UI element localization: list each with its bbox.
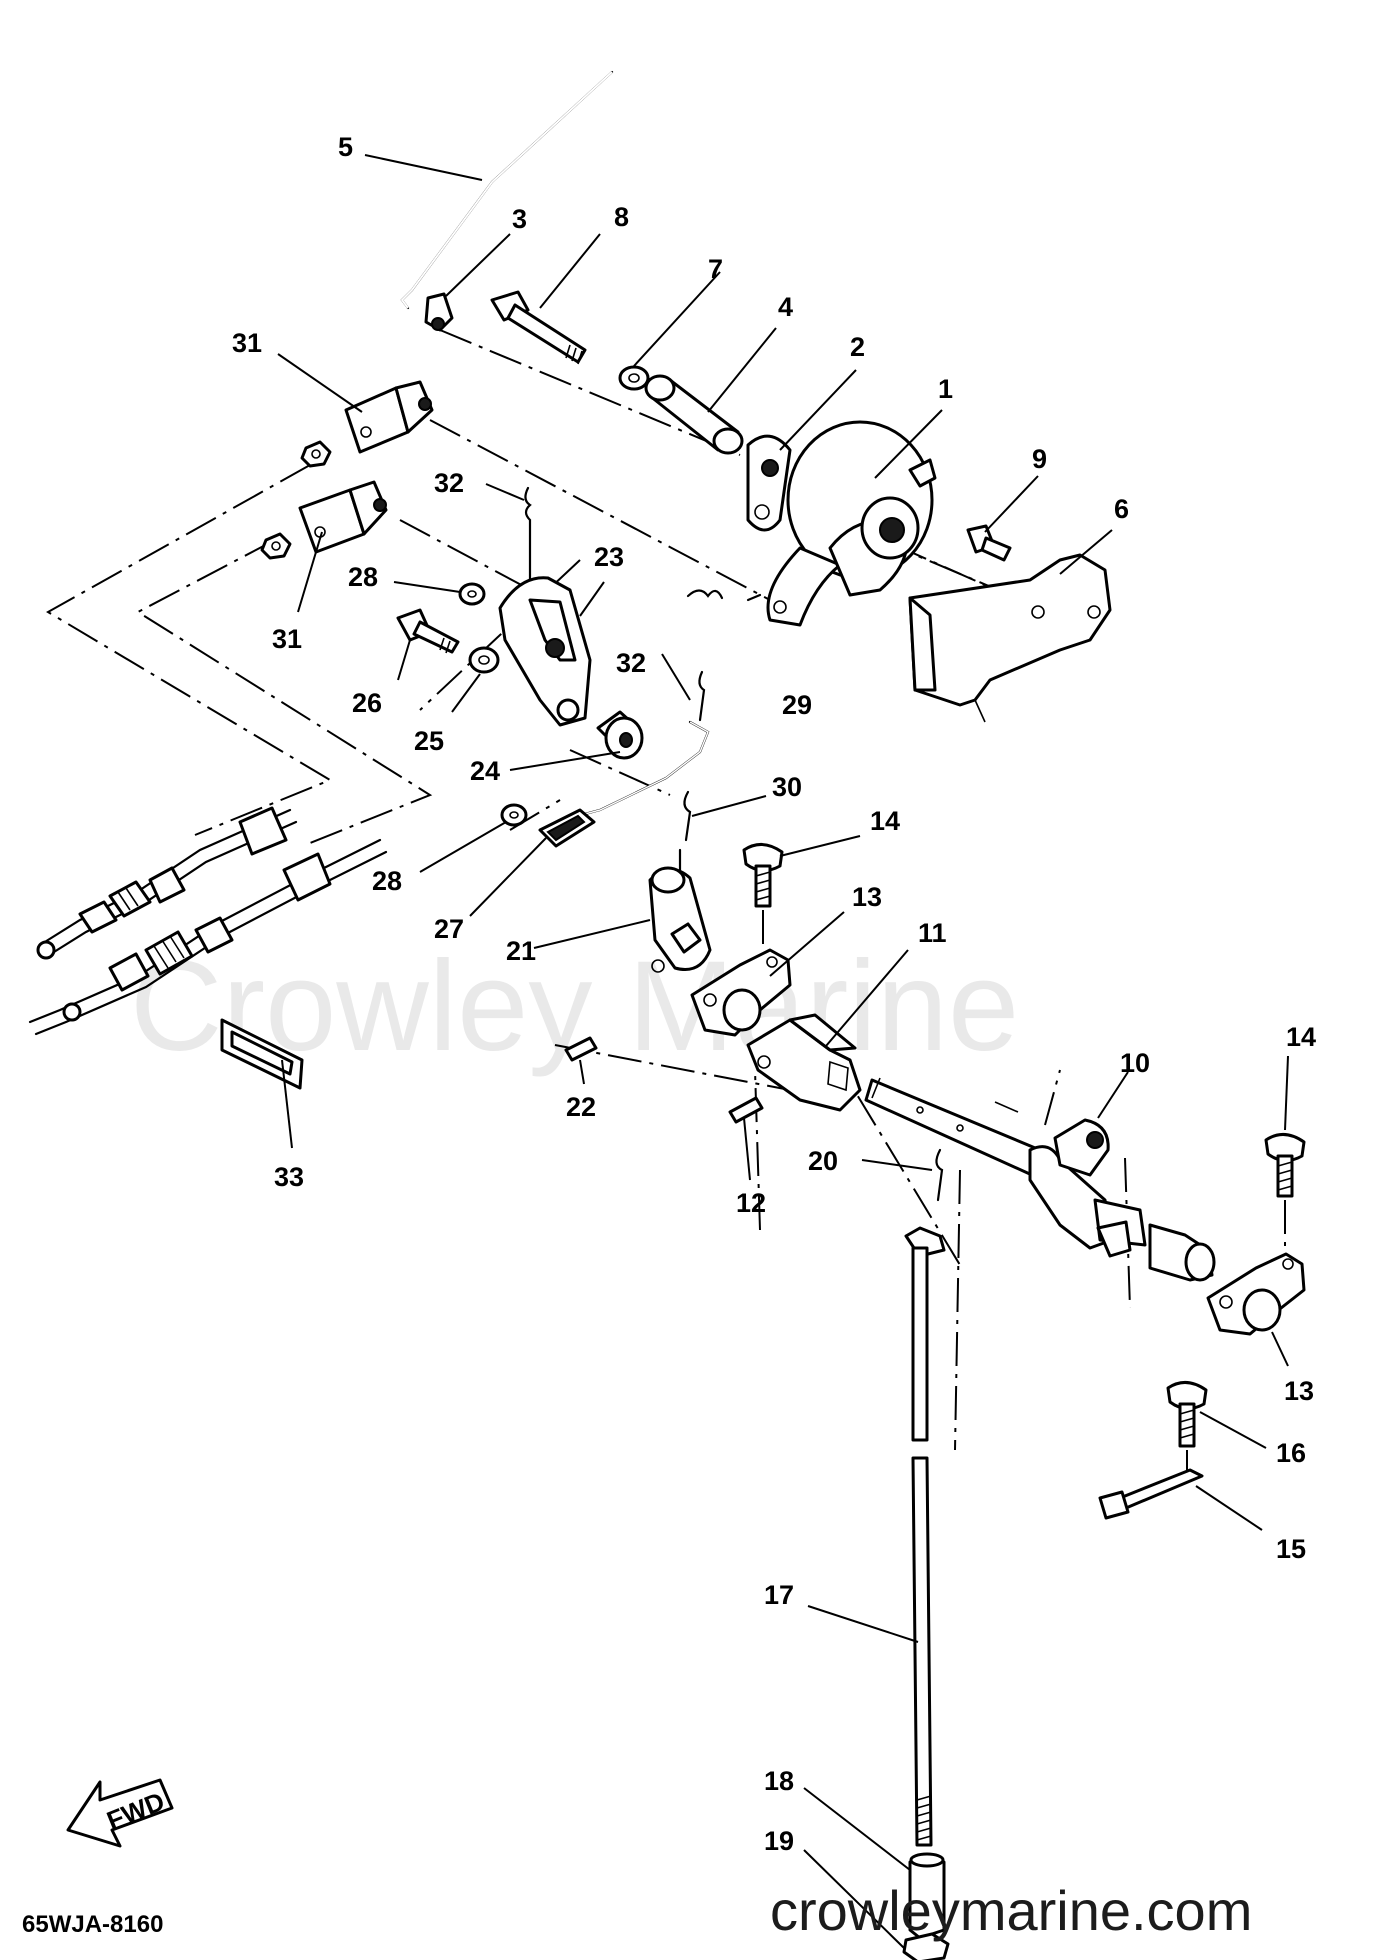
- callout-24: 24: [470, 756, 500, 786]
- part-nut-19: [902, 1932, 950, 1960]
- callout-32-lower: 32: [616, 648, 646, 678]
- part-washer-7: [618, 365, 650, 391]
- part-nut-lower: [260, 532, 292, 560]
- part-bolt-14a: [742, 843, 784, 948]
- leader-lines: [277, 154, 1289, 1949]
- callout-5: 5: [338, 132, 353, 162]
- callout-13-upper: 13: [852, 882, 882, 912]
- part-cotter-29: [698, 670, 706, 722]
- part-washer-25: [468, 646, 500, 674]
- callout-33: 33: [274, 1162, 304, 1192]
- part-bolt-26: [396, 608, 460, 654]
- assembly-guide-lines: [46, 329, 1131, 1451]
- callout-28-upper: 28: [348, 562, 378, 592]
- callout-31-upper: 31: [232, 328, 262, 358]
- part-clip-32b: [686, 589, 762, 602]
- part-clamp-13a: [690, 948, 792, 1037]
- callout-22: 22: [566, 1092, 596, 1122]
- part-lever-23: [498, 576, 592, 727]
- callout-17: 17: [764, 1580, 794, 1610]
- part-bolt-16: [1166, 1381, 1208, 1480]
- part-cotter-20: [935, 1148, 944, 1202]
- callout-31-lower: 31: [272, 624, 302, 654]
- part-arm-21: [648, 866, 712, 973]
- callout-16: 16: [1276, 1438, 1306, 1468]
- part-washer-28b: [500, 803, 528, 827]
- part-throttle-cam-1: [766, 420, 937, 627]
- part-bolt-8: [490, 290, 587, 365]
- callout-21: 21: [506, 936, 536, 966]
- callout-7: 7: [708, 254, 723, 284]
- part-shift-rod-17: [904, 1226, 946, 1847]
- callout-15: 15: [1276, 1534, 1306, 1564]
- callout-12: 12: [736, 1188, 766, 1218]
- part-shift-shaft-10: [864, 1077, 1216, 1282]
- callout-2: 2: [850, 332, 865, 362]
- callout-27: 27: [434, 914, 464, 944]
- callout-32-upper: 32: [434, 468, 464, 498]
- part-rod-clip: [424, 292, 454, 332]
- callout-3: 3: [512, 204, 527, 234]
- callout-1: 1: [938, 374, 953, 404]
- callout-18: 18: [764, 1766, 794, 1796]
- part-clip-32a: [524, 486, 532, 582]
- part-lever-11: [746, 1013, 862, 1112]
- callout-20: 20: [808, 1146, 838, 1176]
- control-cables: [28, 806, 388, 1036]
- part-link-plate-2: [746, 434, 792, 532]
- callout-19: 19: [764, 1826, 794, 1856]
- part-collar-4: [644, 374, 744, 455]
- part-washer-28a: [458, 582, 486, 606]
- callout-29: 29: [782, 690, 812, 720]
- callout-numbers: 1 2 3 4 5 6 7 8 9 10 11 12 13 13 14 14 1…: [232, 132, 1316, 1856]
- callout-4: 4: [778, 292, 793, 322]
- callout-8: 8: [614, 202, 629, 232]
- part-collar-24: [596, 710, 644, 760]
- part-link-rod-27: [538, 720, 710, 848]
- part-ball-joint-31b: [298, 480, 388, 554]
- part-bracket-6: [908, 553, 1112, 723]
- part-throttle-rod: [400, 70, 614, 310]
- callout-14-upper: 14: [870, 806, 900, 836]
- callout-23: 23: [594, 542, 624, 572]
- callout-14-right: 14: [1286, 1022, 1316, 1052]
- fwd-arrow: FWD: [66, 1778, 174, 1848]
- site-watermark: crowleymarine.com: [770, 1879, 1252, 1942]
- callout-28-lower: 28: [372, 866, 402, 896]
- part-bolt-9: [966, 524, 1012, 562]
- callout-10: 10: [1120, 1048, 1150, 1078]
- callout-25: 25: [414, 726, 444, 756]
- part-pin-22: [564, 1036, 598, 1062]
- part-label-33: [220, 1018, 304, 1090]
- callout-6: 6: [1114, 494, 1129, 524]
- part-nut-upper: [300, 440, 332, 468]
- part-connector-18: [908, 1852, 946, 1940]
- callout-9: 9: [1032, 444, 1047, 474]
- part-ball-joint-31a: [344, 380, 434, 454]
- callout-26: 26: [352, 688, 382, 718]
- diagram-part-code: 65WJA-8160: [22, 1911, 163, 1938]
- part-pin-12: [728, 1096, 764, 1124]
- part-clamp-13b: [1206, 1252, 1306, 1336]
- callout-13-right: 13: [1284, 1376, 1314, 1406]
- part-bolt-14b: [1264, 1133, 1306, 1250]
- part-strap-15: [1098, 1468, 1204, 1520]
- part-cotter-30: [678, 790, 692, 877]
- callout-30: 30: [772, 772, 802, 802]
- callout-11: 11: [918, 918, 947, 948]
